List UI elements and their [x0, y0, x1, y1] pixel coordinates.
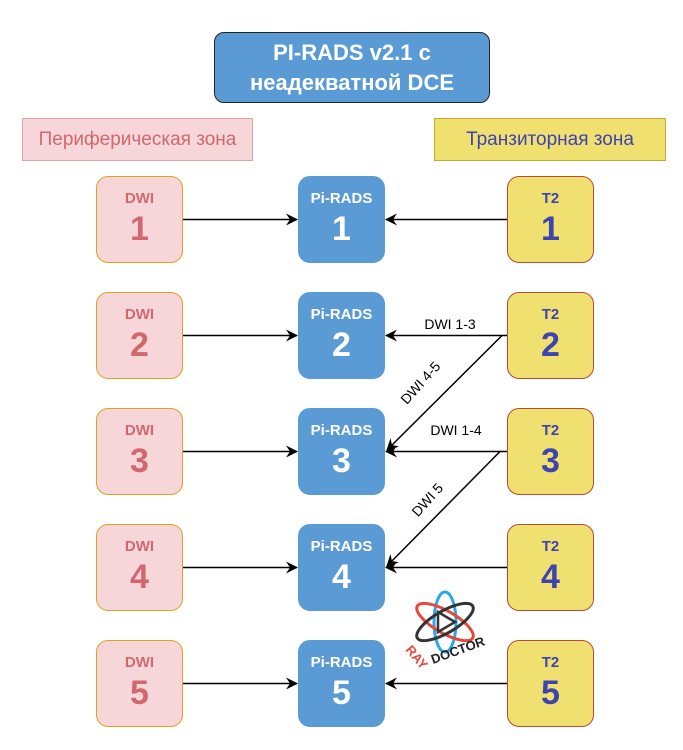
t2-label: T2 [541, 190, 560, 207]
t2-label: T2 [541, 654, 560, 671]
dwi-score: 5 [130, 674, 149, 712]
t2-score: 4 [541, 558, 560, 596]
edge-label-dwi-1-3: DWI 1-3 [424, 316, 476, 332]
arrow-t2-3-to-pirads-4 [386, 450, 501, 567]
dwi-label: DWI [124, 190, 155, 207]
svg-text:RAY: RAY [403, 642, 432, 672]
edge-label-dwi-5: DWI 5 [408, 480, 446, 520]
t2-label: T2 [541, 422, 560, 439]
diagram-title: PI-RADS v2.1 с неадекватной DCE [214, 32, 490, 103]
pirads-score: 4 [332, 558, 351, 596]
peripheral-zone-header: Периферическая зона [22, 118, 253, 161]
dwi-label: DWI [124, 422, 155, 439]
pirads-4-node: Pi-RADS 4 [298, 524, 385, 611]
pirads-score: 1 [332, 210, 351, 248]
pirads-label: Pi-RADS [310, 190, 373, 207]
dwi-label: DWI [124, 306, 155, 323]
dwi-label: DWI [124, 538, 155, 555]
dwi-4-node: DWI 4 [96, 524, 183, 611]
pirads-label: Pi-RADS [310, 422, 373, 439]
dwi-1-node: DWI 1 [96, 176, 183, 263]
t2-score: 3 [541, 442, 560, 480]
t2-score: 2 [541, 326, 560, 364]
t2-score: 5 [541, 674, 560, 712]
dwi-3-node: DWI 3 [96, 408, 183, 495]
arrow-t2-2-to-pirads-3 [386, 334, 503, 451]
pirads-score: 3 [332, 442, 351, 480]
xray-doctor-logo: RAY DOCTOR [403, 590, 487, 672]
transition-zone-header: Транзиторная зона [434, 118, 666, 161]
dwi-score: 4 [130, 558, 149, 596]
pirads-label: Pi-RADS [310, 654, 373, 671]
pirads-label: Pi-RADS [310, 306, 373, 323]
t2-score: 1 [541, 210, 560, 248]
t2-label: T2 [541, 306, 560, 323]
title-line-2: неадекватной DCE [249, 70, 455, 95]
title-line-1: PI-RADS v2.1 с [273, 40, 431, 65]
dwi-score: 2 [130, 326, 149, 364]
pirads-score: 5 [332, 674, 351, 712]
dwi-score: 1 [130, 210, 149, 248]
edge-label-dwi-1-4: DWI 1-4 [430, 422, 482, 438]
pirads-3-node: Pi-RADS 3 [298, 408, 385, 495]
pirads-score: 2 [332, 326, 351, 364]
dwi-2-node: DWI 2 [96, 292, 183, 379]
dwi-5-node: DWI 5 [96, 640, 183, 727]
pirads-label: Pi-RADS [310, 538, 373, 555]
pirads-1-node: Pi-RADS 1 [298, 176, 385, 263]
dwi-score: 3 [130, 442, 149, 480]
t2-label: T2 [541, 538, 560, 555]
pirads-5-node: Pi-RADS 5 [298, 640, 385, 727]
pirads-2-node: Pi-RADS 2 [298, 292, 385, 379]
dwi-label: DWI [124, 654, 155, 671]
